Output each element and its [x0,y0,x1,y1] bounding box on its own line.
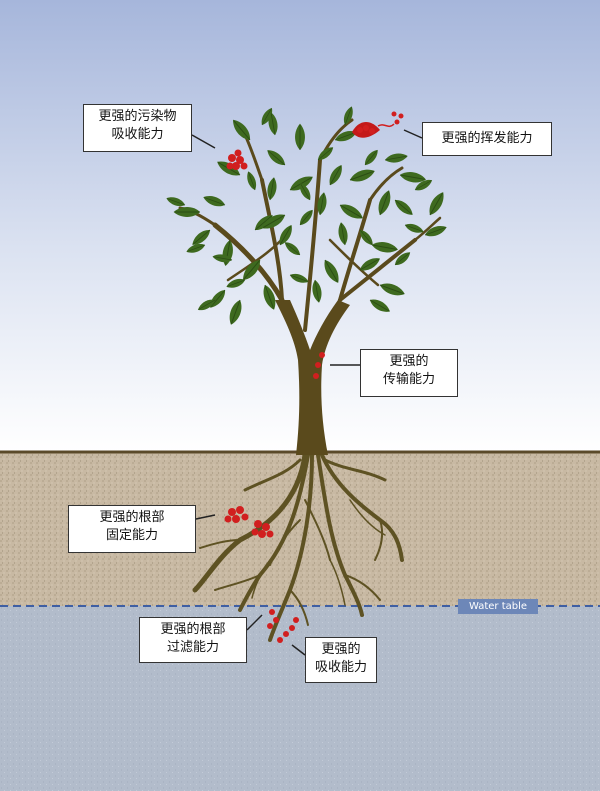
label-line: 更强的根部 [160,622,226,637]
label-line: 更强的 [321,642,361,657]
label-transport: 更强的 传输能力 [360,349,458,397]
label-line: 更强的污染物 [98,109,177,124]
label-root-fixation: 更强的根部 固定能力 [68,505,196,553]
pollutant-cluster-leaf [226,149,248,170]
pollutant-cluster-trunk [313,352,325,379]
label-volatilization: 更强的挥发能力 [422,122,552,156]
label-line: 吸收能力 [111,127,164,142]
label-line: 更强的根部 [99,510,165,525]
groundwater-layer [0,606,600,791]
label-absorption: 更强的 吸收能力 [305,637,377,683]
pollutant-cluster-root-fixation [224,506,274,538]
pollutant-cluster-root-filtration [267,609,299,643]
water-table-label: Water table [458,599,538,614]
label-line: 吸收能力 [314,660,367,675]
branches [178,118,442,332]
label-line: 过滤能力 [166,640,219,655]
label-root-filtration: 更强的根部 过滤能力 [139,617,247,663]
pollutants [224,111,404,643]
label-line: 固定能力 [105,528,158,543]
label-line: 传输能力 [382,372,435,387]
trunk [275,300,350,455]
label-pollutant-absorption: 更强的污染物 吸收能力 [83,104,192,152]
pollutant-cluster-volatile [352,111,404,138]
leader-lines [191,129,423,656]
label-line: 更强的挥发能力 [441,131,533,146]
label-line: 更强的 [389,354,429,369]
